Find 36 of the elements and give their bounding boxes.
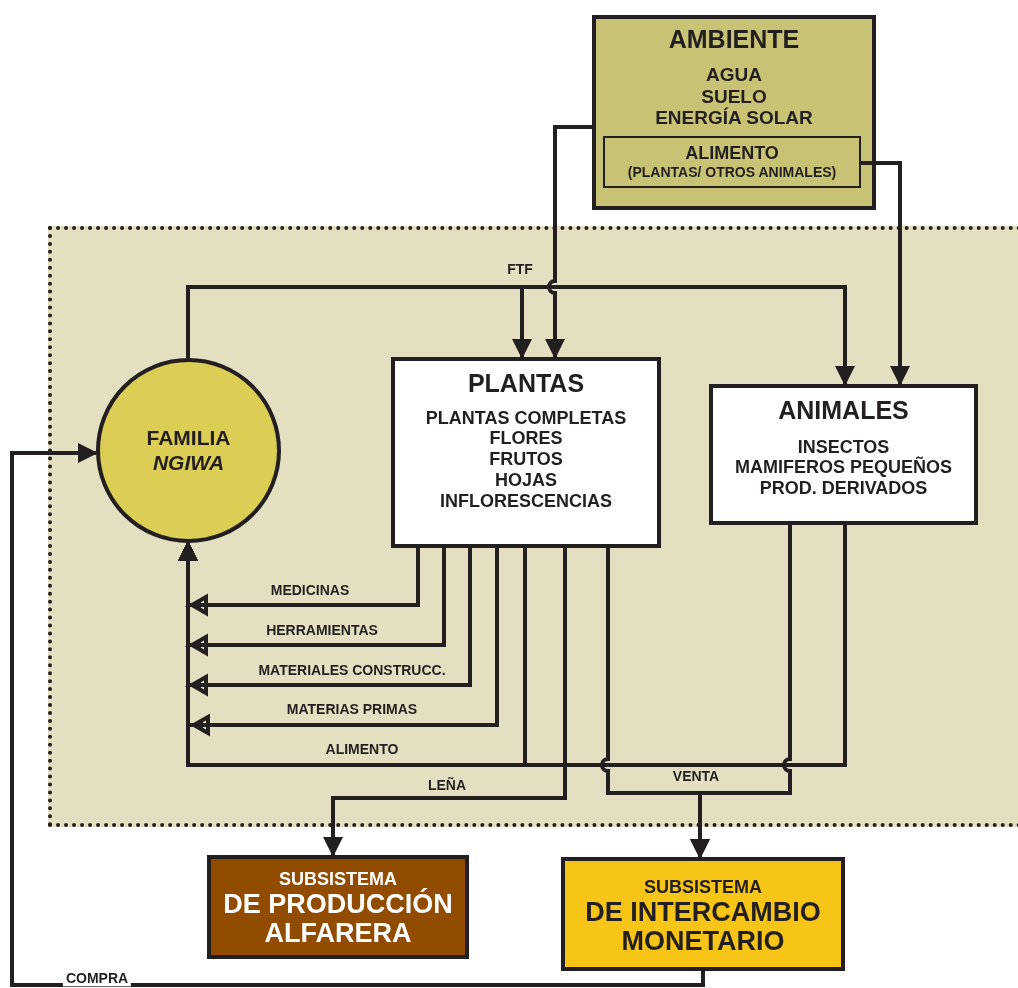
node-text: PLANTAS COMPLETAS <box>425 407 627 429</box>
node-text: MAMIFEROS PEQUEÑOS <box>735 457 952 479</box>
node-text: DE PRODUCCIÓN ALFARERA <box>222 889 454 950</box>
node-text: HOJAS <box>495 469 557 491</box>
node-title: FAMILIA <box>146 426 231 451</box>
node-title: AMBIENTE <box>668 25 800 54</box>
node-title: ALIMENTO <box>685 143 779 164</box>
node-text: INSECTOS <box>797 436 890 457</box>
node-title: SUBSISTEMA <box>644 877 762 898</box>
node-text: (PLANTAS/ OTROS ANIMALES) <box>627 163 837 180</box>
node-text: DE INTERCAMBIO MONETARIO <box>584 897 822 958</box>
node-text: AGUA <box>706 63 762 86</box>
system-boundary <box>48 226 1018 827</box>
arrow <box>545 125 592 359</box>
pottery-subsystem-box <box>207 855 469 959</box>
node-text: SUELO <box>701 85 767 107</box>
arrow <box>323 548 567 857</box>
node-title: ANIMALES <box>778 396 909 425</box>
node-text: FLORES <box>489 428 563 450</box>
node-text: ENERGÍA SOLAR <box>655 107 813 130</box>
node-text: INFLORESCENCIAS <box>440 490 612 512</box>
food-box <box>603 136 861 188</box>
plants-box <box>391 357 661 548</box>
node-text: PROD. DERIVADOS <box>759 478 928 499</box>
node-text: FRUTOS <box>489 449 563 470</box>
monetary-exchange-subsystem-box <box>561 857 845 971</box>
node-title: SUBSISTEMA <box>279 869 397 889</box>
edge-label: COMPRA <box>62 971 132 987</box>
node-text: NGIWA <box>152 450 225 475</box>
arrow <box>861 161 910 386</box>
environment-box <box>592 15 876 210</box>
node-title: PLANTAS <box>467 369 585 398</box>
arrow <box>178 525 847 767</box>
arrow <box>186 285 855 386</box>
animals-box <box>709 384 978 525</box>
arrow <box>10 443 705 987</box>
